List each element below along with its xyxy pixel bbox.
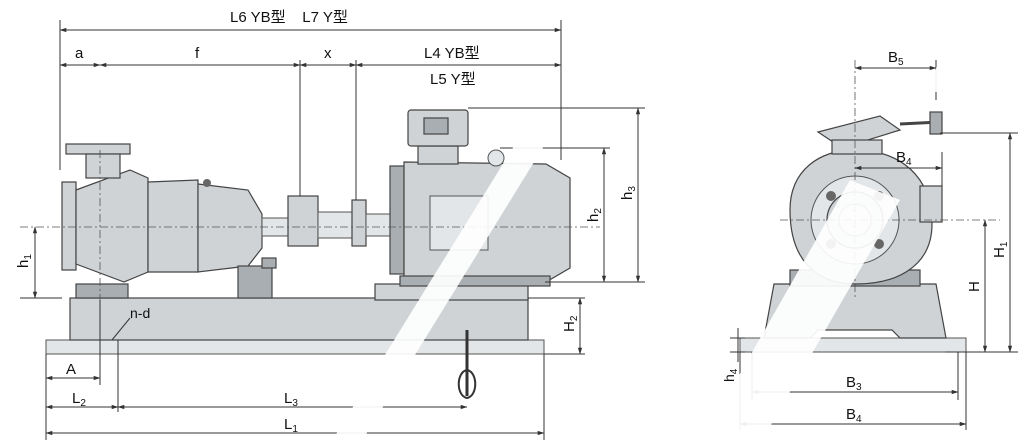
base-plate [45, 339, 545, 355]
label-A: A [66, 361, 76, 378]
suction-flange [61, 181, 77, 271]
watermark-stroke-6 [930, 0, 990, 100]
lifting-eye-icon [487, 149, 505, 167]
label-H2: H2 [561, 315, 580, 332]
bearing-housing [197, 183, 263, 273]
label-h3: h3 [619, 186, 638, 200]
label-H: H [966, 281, 983, 292]
end-gland-nut [929, 111, 943, 135]
label-L1: L1 [284, 416, 298, 435]
label-h4: h4 [721, 368, 740, 382]
end-casing-lug [919, 185, 943, 223]
end-bolt-1 [826, 191, 836, 201]
oil-cup [203, 179, 211, 187]
bearing-foot [237, 265, 273, 299]
label-L5: L5 Y型 [430, 71, 476, 88]
watermark [330, 0, 990, 444]
label-a: a [75, 45, 84, 62]
label-f: f [195, 45, 200, 62]
end-bolt-4 [874, 239, 884, 249]
terminal-cover [423, 117, 449, 135]
label-B3: B3 [846, 374, 862, 393]
discharge-flange [65, 143, 131, 155]
watermark-stroke-2 [560, 260, 720, 444]
motor-end-shield [389, 165, 405, 275]
label-L2: L2 [72, 390, 86, 409]
terminal-box-neck [417, 145, 459, 165]
coupling-pump-half [287, 195, 319, 247]
label-h1: h1 [15, 254, 34, 268]
base-frame [69, 297, 529, 341]
motor-feet [399, 275, 551, 287]
label-x: x [324, 45, 332, 62]
label-n-d: n-d [130, 305, 150, 321]
label-B5: B5 [888, 49, 904, 68]
watermark-stroke-1 [330, 120, 560, 444]
leader-n-d [111, 317, 131, 341]
coupling-motor-half [351, 199, 367, 247]
motor-shaft [365, 213, 391, 237]
anchor-bolt-loop [457, 368, 477, 400]
label-L6-L7: L6 YB型 L7 Y型 [230, 9, 348, 26]
label-L3: L3 [284, 390, 298, 409]
side-view: L6 YB型 L7 Y型 a f x L4 YB型 L5 Y型 n-d A L2… [15, 9, 645, 440]
watermark-stroke-4 [700, 180, 900, 444]
pump-foot [75, 283, 129, 299]
watermark-stroke-5 [735, 20, 820, 140]
label-L4: L4 YB型 [424, 45, 480, 62]
label-B4-top: B4 [896, 149, 912, 168]
label-h2: h2 [585, 208, 604, 222]
label-B4: B4 [846, 406, 862, 425]
volute-casing [75, 169, 149, 283]
bracket [147, 179, 199, 273]
label-H1: H1 [991, 241, 1010, 258]
coupling-spacer [317, 211, 353, 239]
watermark-stroke-3 [640, 160, 760, 290]
end-discharge-flange [831, 139, 883, 155]
bearing-foot-bolt [261, 257, 277, 269]
discharge-neck [85, 153, 121, 179]
